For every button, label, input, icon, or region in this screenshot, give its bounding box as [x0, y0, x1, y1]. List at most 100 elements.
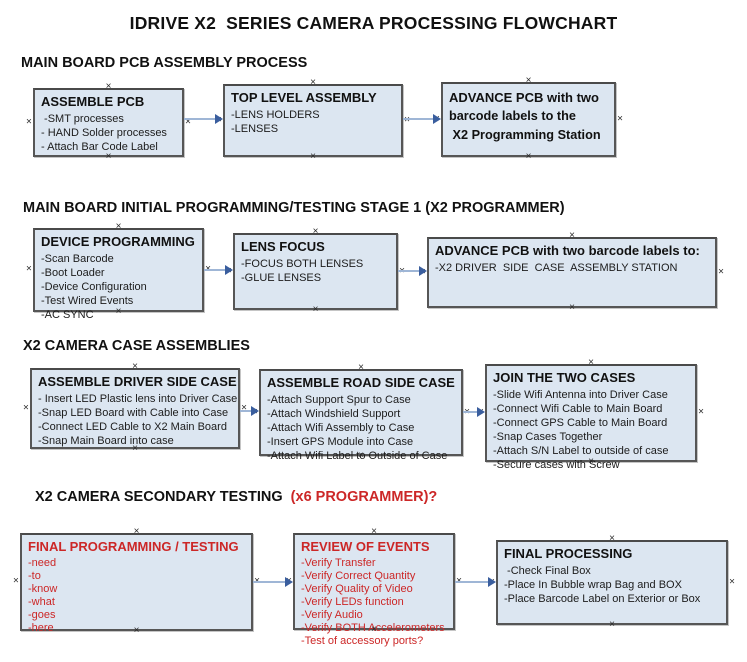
- arrow-line: [184, 118, 218, 120]
- flow-arrow-r1-2: [403, 114, 441, 124]
- box-item: -Connect GPS Cable to Main Board: [493, 417, 668, 429]
- box-item: -Verify Quality of Video: [301, 583, 413, 595]
- box-item: -Attach Wifi Assembly to Case: [267, 422, 415, 434]
- box-item: -GLUE LENSES: [241, 272, 322, 284]
- connection-point-icon: ×: [569, 302, 575, 313]
- box-items: -Attach Support Spur to Case -Attach Wind…: [267, 393, 456, 463]
- connection-point-icon: ×: [525, 151, 532, 162]
- connection-point-icon: ×: [133, 526, 140, 537]
- box-item: -goes: [28, 609, 56, 621]
- box-item: -X2 DRIVER SIDE CASE ASSEMBLY STATION: [435, 262, 678, 274]
- box-item: -FOCUS BOTH LENSES: [241, 258, 364, 270]
- connection-point-icon: ×: [358, 362, 364, 373]
- box-item: X2 Programming Station: [449, 128, 601, 142]
- box-title: ADVANCE PCB with two barcode labels to:: [435, 243, 700, 258]
- connection-point-icon: ×: [26, 263, 32, 275]
- flow-box-top-level-assembly: TOP LEVEL ASSEMBLY -LENS HOLDERS-LENSES …: [216, 78, 410, 162]
- connection-point-icon: ×: [105, 81, 112, 92]
- box-item: -Boot Loader: [41, 267, 105, 279]
- arrowhead-icon: [225, 265, 233, 275]
- box-items: - Insert LED Plastic lens into Driver Ca…: [38, 392, 237, 448]
- box-item: -Scan Barcode: [41, 253, 114, 265]
- arrow-line: [403, 118, 436, 120]
- arrow-line: [455, 581, 491, 583]
- flow-box-advance-pcb-driver-side-station: ADVANCE PCB with two barcode labels to: …: [420, 231, 724, 313]
- box-item: -need: [28, 557, 57, 569]
- arrowhead-icon: [215, 114, 223, 124]
- box-title: FINAL PROGRAMMING / TESTING: [28, 539, 239, 554]
- box-items: -Scan Barcode -Boot Loader -Device Configu…: [41, 252, 197, 322]
- connection-point-icon: ×: [132, 361, 138, 372]
- flow-arrow-r1-1: [184, 114, 223, 124]
- connection-point-icon: ×: [312, 226, 319, 237]
- box-item: -Insert GPS Module into Case: [267, 436, 414, 448]
- flow-arrow-r3-1: [240, 406, 259, 416]
- arrow-line: [463, 411, 480, 413]
- connection-point-icon: ×: [312, 304, 319, 315]
- box-item: -Snap Main Board into case: [38, 435, 174, 447]
- connection-point-icon: ×: [310, 151, 316, 162]
- box-title: FINAL PROCESSING: [504, 546, 633, 561]
- box-item: -what: [28, 596, 55, 608]
- box-item: -here: [28, 622, 54, 634]
- box-item: -Attach S/N Label to outside of case: [493, 445, 669, 457]
- box-item: -LENS HOLDERS: [231, 109, 320, 121]
- heading-red-suffix: (x6 PROGRAMMER)?: [290, 489, 438, 505]
- box-item: -Secure cases with Screw: [493, 459, 620, 471]
- box-items: barcode labels to the X2 Programming Sta…: [449, 107, 609, 145]
- connection-point-icon: ×: [609, 533, 615, 544]
- box-title: TOP LEVEL ASSEMBLY: [231, 90, 377, 105]
- box-item: -Connect LED Cable to X2 Main Board: [38, 421, 227, 433]
- box-item: -Slide Wifi Antenna into Driver Case: [493, 389, 668, 401]
- section-heading-secondary-testing: X2 CAMERA SECONDARY TESTING (x6 PROGRAMM…: [35, 489, 437, 505]
- box-item: -Test Wired Events: [41, 295, 134, 307]
- box-title: JOIN THE TWO CASES: [493, 370, 636, 385]
- box-item: -Attach Support Spur to Case: [267, 394, 411, 406]
- section-heading-initial-programming: MAIN BOARD INITIAL PROGRAMMING/TESTING S…: [23, 200, 565, 216]
- flow-box-final-processing: FINAL PROCESSING -Check Final Box-Place …: [489, 534, 735, 630]
- box-title: REVIEW OF EVENTS: [301, 539, 430, 554]
- box-item: -Verify Transfer: [301, 557, 376, 569]
- flow-arrow-r4-2: [455, 577, 496, 587]
- box-items: -FOCUS BOTH LENSES -GLUE LENSES: [241, 257, 391, 285]
- flow-arrow-r4-1: [253, 577, 293, 587]
- connection-point-icon: ×: [26, 116, 32, 128]
- arrowhead-icon: [488, 577, 496, 587]
- box-item: -LENSES: [231, 123, 279, 135]
- connection-point-icon: ×: [718, 266, 724, 278]
- heading-black-part: X2 CAMERA SECONDARY TESTING: [35, 489, 291, 505]
- box-item: -Verify BOTH Accelerometers: [301, 622, 445, 634]
- arrowhead-icon: [251, 406, 259, 416]
- connection-point-icon: ×: [609, 619, 615, 630]
- flow-arrow-r2-1: [204, 265, 233, 275]
- box-item: -Snap Cases Together: [493, 431, 603, 443]
- flow-arrow-r2-2: [398, 266, 427, 276]
- arrowhead-icon: [419, 266, 427, 276]
- flow-box-assemble-driver-side-case: ASSEMBLE DRIVER SIDE CASE - Insert LED P…: [23, 362, 247, 454]
- arrow-line: [398, 270, 422, 272]
- connection-point-icon: ×: [13, 575, 19, 587]
- box-items: -Slide Wifi Antenna into Driver Case -Con…: [493, 388, 690, 472]
- flow-arrow-r3-2: [463, 407, 485, 417]
- flow-box-device-programming: DEVICE PROGRAMMING -Scan Barcode-Boot Lo…: [26, 222, 211, 322]
- box-item: -Check Final Box: [504, 565, 591, 577]
- box-item: -Test of accessory ports?: [301, 635, 424, 647]
- connection-point-icon: ×: [698, 406, 704, 418]
- connection-point-icon: ×: [569, 230, 575, 241]
- section-heading-case-assemblies: X2 CAMERA CASE ASSEMBLIES: [23, 338, 250, 354]
- flow-box-advance-pcb-programming-station: ADVANCE PCB with two barcode labels to t…: [434, 76, 623, 162]
- box-item: -Attach Windshield Support: [267, 408, 401, 420]
- box-item: -Verify Correct Quantity: [301, 570, 416, 582]
- box-item: -Device Configuration: [41, 281, 147, 293]
- box-item: -Place Barcode Label on Exterior or Box: [504, 593, 701, 605]
- page-title: IDRIVE X2 SERIES CAMERA PROCESSING FLOWC…: [129, 13, 618, 33]
- arrow-line: [204, 269, 228, 271]
- arrow-line: [240, 410, 254, 412]
- connection-point-icon: ×: [115, 221, 122, 232]
- box-item: -SMT processes: [41, 113, 124, 125]
- box-items: -Check Final Box-Place In Bubble wrap Ba…: [504, 564, 721, 606]
- connection-point-icon: ×: [371, 526, 377, 537]
- connection-point-icon: ×: [588, 357, 594, 368]
- flow-box-lens-focus: LENS FOCUS -FOCUS BOTH LENSES-GLUE LENSE…: [226, 227, 405, 315]
